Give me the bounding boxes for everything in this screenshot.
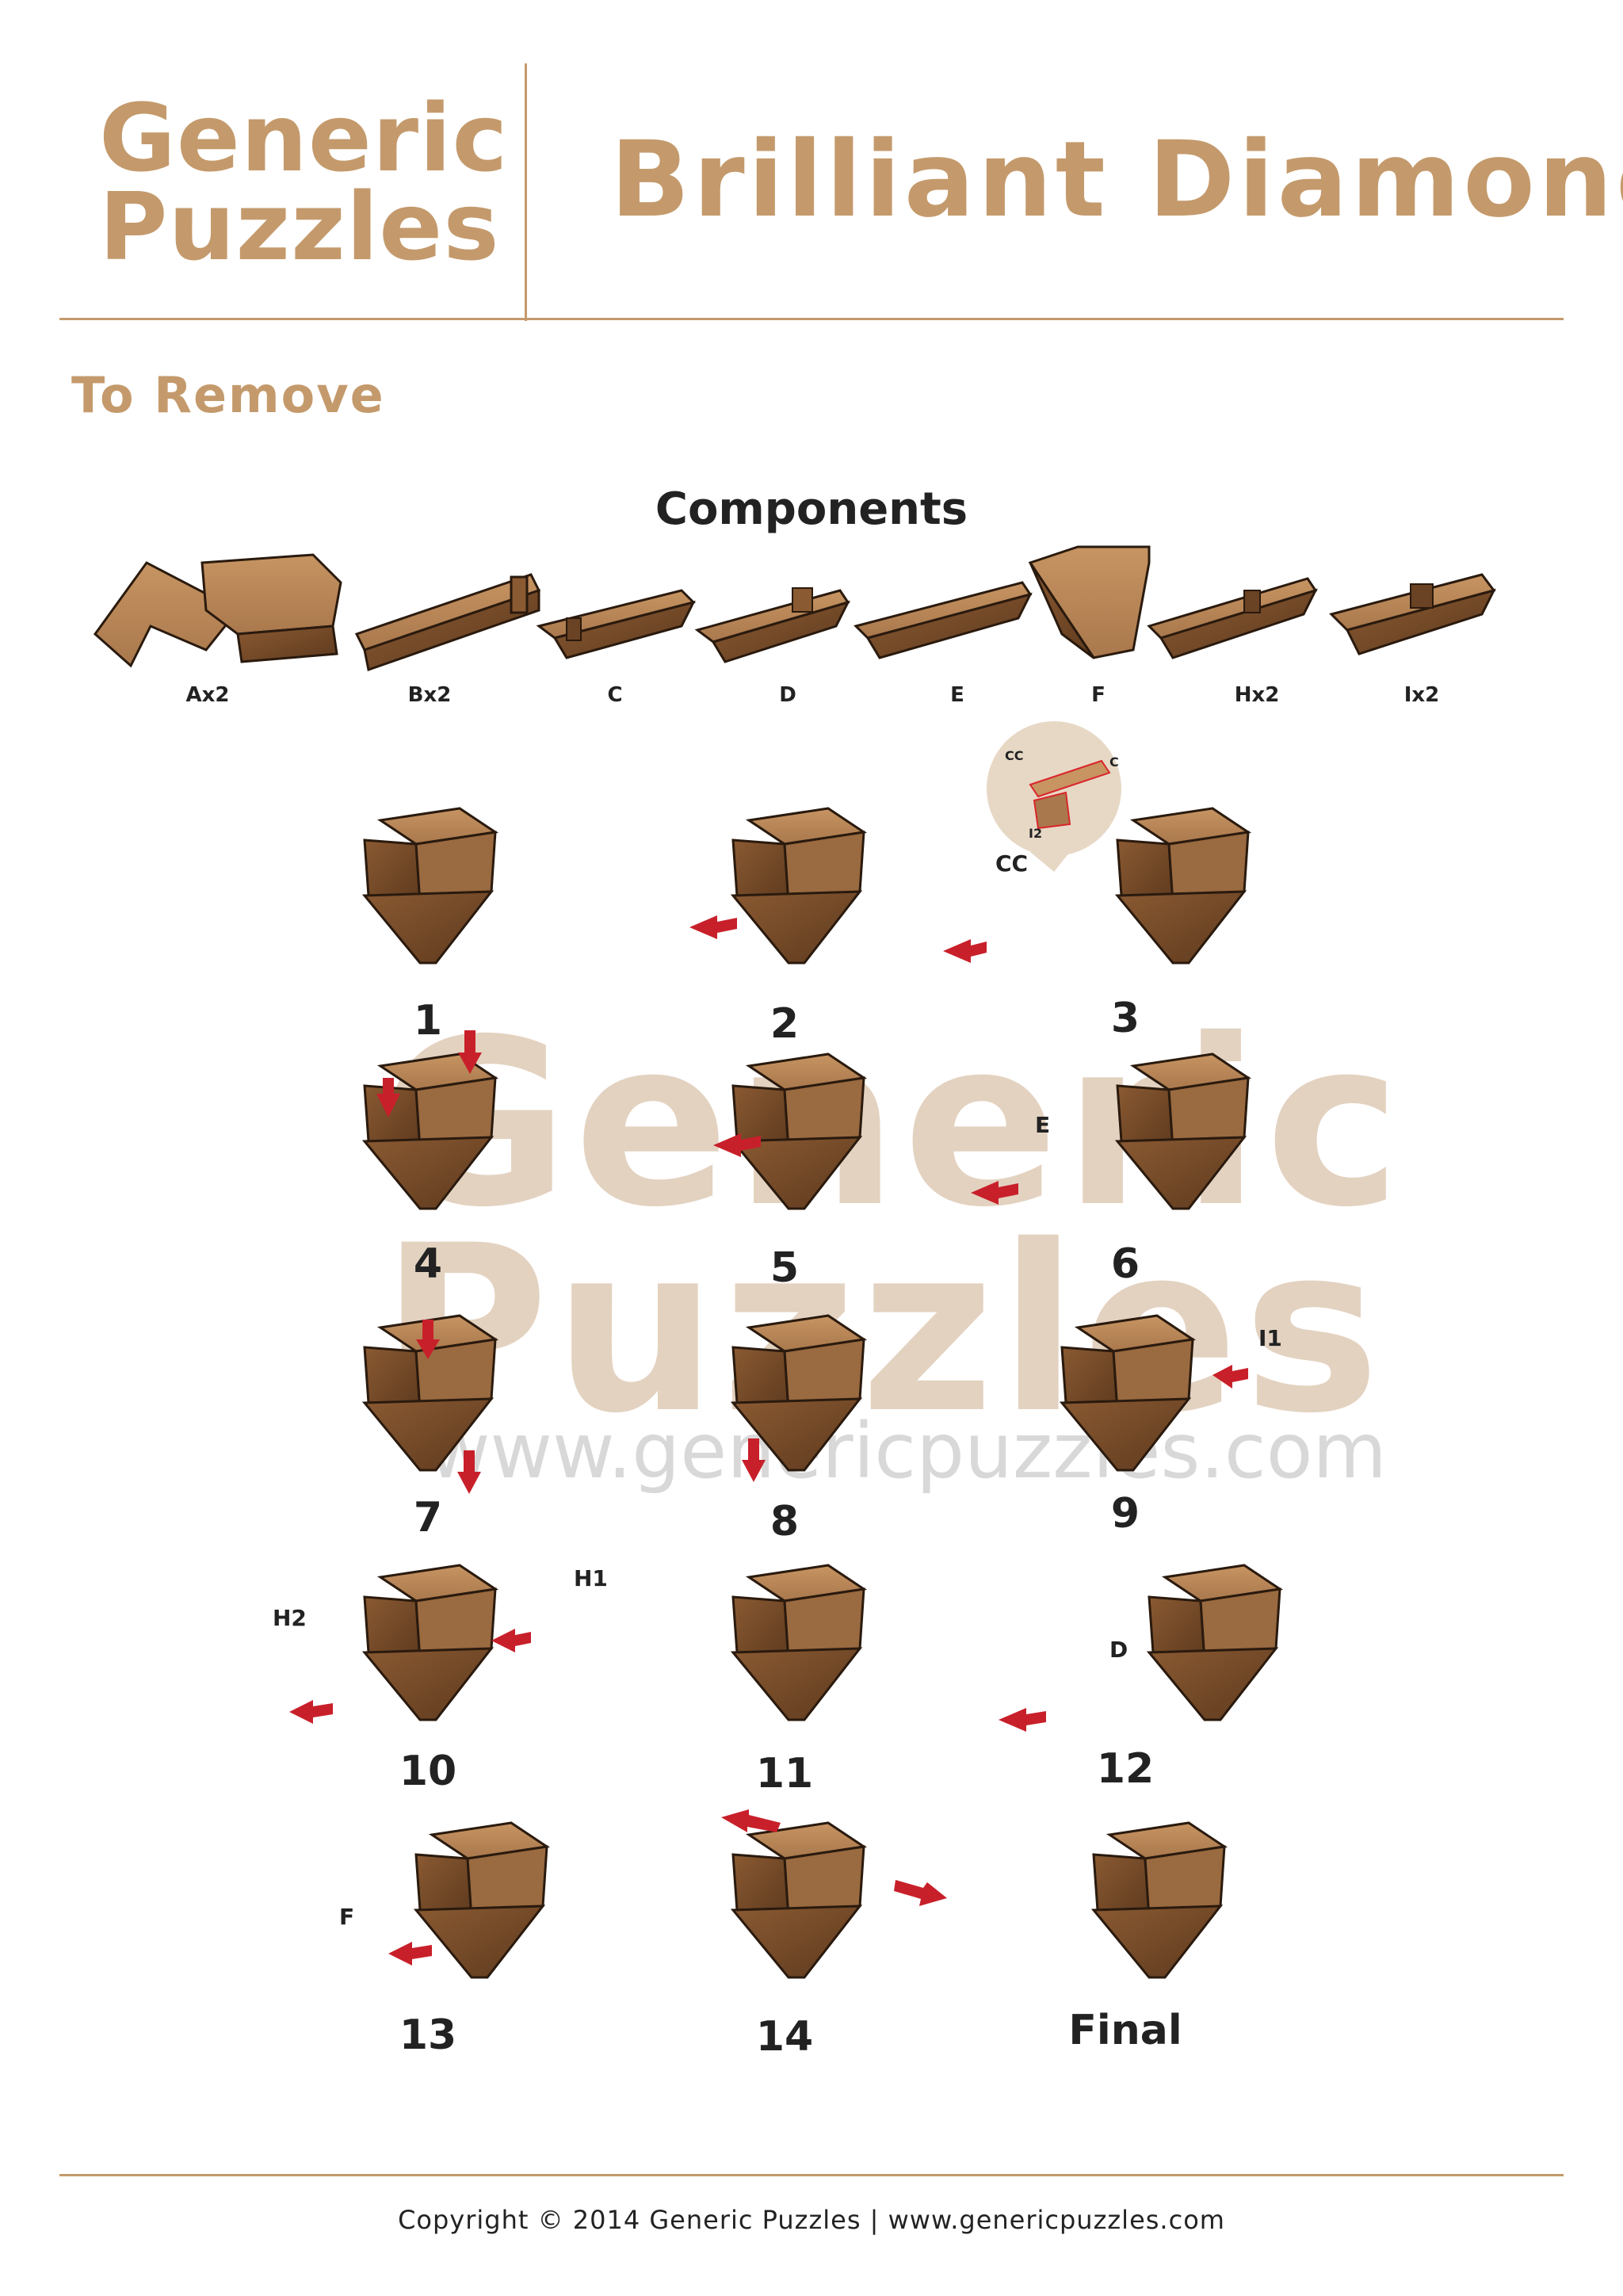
header-rule	[59, 318, 1564, 320]
step-7-puzzle-art	[361, 1314, 499, 1472]
section-subtitle: To Remove	[71, 366, 385, 424]
step-15-puzzle-art	[1090, 1821, 1228, 1979]
component-label-h: Hx2	[1234, 683, 1280, 707]
step-11-number: 11	[755, 1750, 814, 1797]
component-d-piece	[694, 587, 850, 663]
step-8-puzzle-art	[730, 1314, 868, 1472]
footer-rule	[59, 2174, 1564, 2176]
step-14-number: 14	[755, 2013, 814, 2061]
callout-i1: I1	[1258, 1325, 1282, 1351]
footer-copyright: Copyright © 2014 Generic Puzzles | www.g…	[398, 2205, 1225, 2235]
step-5-puzzle-art	[730, 1052, 868, 1210]
watermark-url: www.genericpuzzles.com	[428, 1407, 1387, 1496]
component-label-b: Bx2	[407, 683, 452, 707]
component-c-piece	[536, 589, 696, 659]
page-title: Brilliant Diamond	[610, 119, 1623, 241]
step-10-number: 10	[399, 1748, 457, 1795]
step-13-puzzle-art	[413, 1821, 551, 1979]
step-1-puzzle-art	[361, 807, 499, 965]
step-2-puzzle-art	[730, 807, 868, 965]
component-h-piece	[1147, 577, 1318, 659]
step-9-number: 9	[1110, 1490, 1140, 1538]
step-11-puzzle-art	[730, 1564, 868, 1721]
component-b-piece	[354, 573, 541, 671]
step-2-number: 2	[769, 1000, 800, 1048]
component-label-i: Ix2	[1403, 683, 1440, 707]
brand-line-1: Generic	[99, 83, 509, 193]
callout-h2: H2	[273, 1605, 307, 1631]
callout-cc-small: CC	[1005, 748, 1024, 763]
step-6-puzzle-art	[1114, 1052, 1252, 1210]
red-arrows	[289, 915, 1248, 1966]
component-i-piece	[1329, 573, 1496, 655]
step-13-number: 13	[399, 2011, 457, 2059]
step-3-puzzle-art	[1114, 807, 1252, 965]
step-5-number: 5	[769, 1244, 800, 1292]
step-9-puzzle-art	[1059, 1314, 1197, 1472]
step-final-label: Final	[1068, 2007, 1182, 2054]
component-label-d: D	[779, 683, 796, 707]
step-8-number: 8	[769, 1498, 800, 1545]
step-7-number: 7	[413, 1494, 443, 1541]
component-label-a: Ax2	[185, 683, 230, 707]
callout-cc: CC	[995, 850, 1029, 877]
step-12-number: 12	[1096, 1745, 1155, 1793]
component-label-f: F	[1091, 683, 1106, 707]
component-a-piece	[93, 553, 342, 668]
brand-line-2: Puzzles	[99, 172, 500, 281]
callout-i2-small: I2	[1029, 826, 1043, 841]
callout-c-small: C	[1109, 755, 1119, 770]
callout-e: E	[1035, 1112, 1051, 1138]
brand-logo: Generic Puzzles	[99, 83, 509, 281]
callout-f: F	[339, 1904, 355, 1930]
callout-h1: H1	[574, 1565, 608, 1591]
step-6-number: 6	[1110, 1240, 1140, 1288]
step-3-number: 3	[1110, 995, 1140, 1042]
callout-d: D	[1109, 1637, 1128, 1663]
header-divider	[525, 63, 527, 321]
step-12-puzzle-art	[1146, 1564, 1284, 1721]
step-4-number: 4	[413, 1240, 443, 1288]
component-f-piece	[1028, 545, 1151, 659]
step-14-puzzle-art	[730, 1821, 868, 1979]
component-label-c: C	[607, 683, 623, 707]
component-e-piece	[854, 581, 1033, 659]
components-heading: Components	[655, 483, 968, 535]
component-label-e: E	[950, 683, 964, 707]
watermark-line-2: Puzzles	[380, 1197, 1385, 1464]
step-1-number: 1	[413, 997, 443, 1045]
step-10-puzzle-art	[361, 1564, 499, 1721]
step-4-puzzle-art	[361, 1052, 499, 1210]
